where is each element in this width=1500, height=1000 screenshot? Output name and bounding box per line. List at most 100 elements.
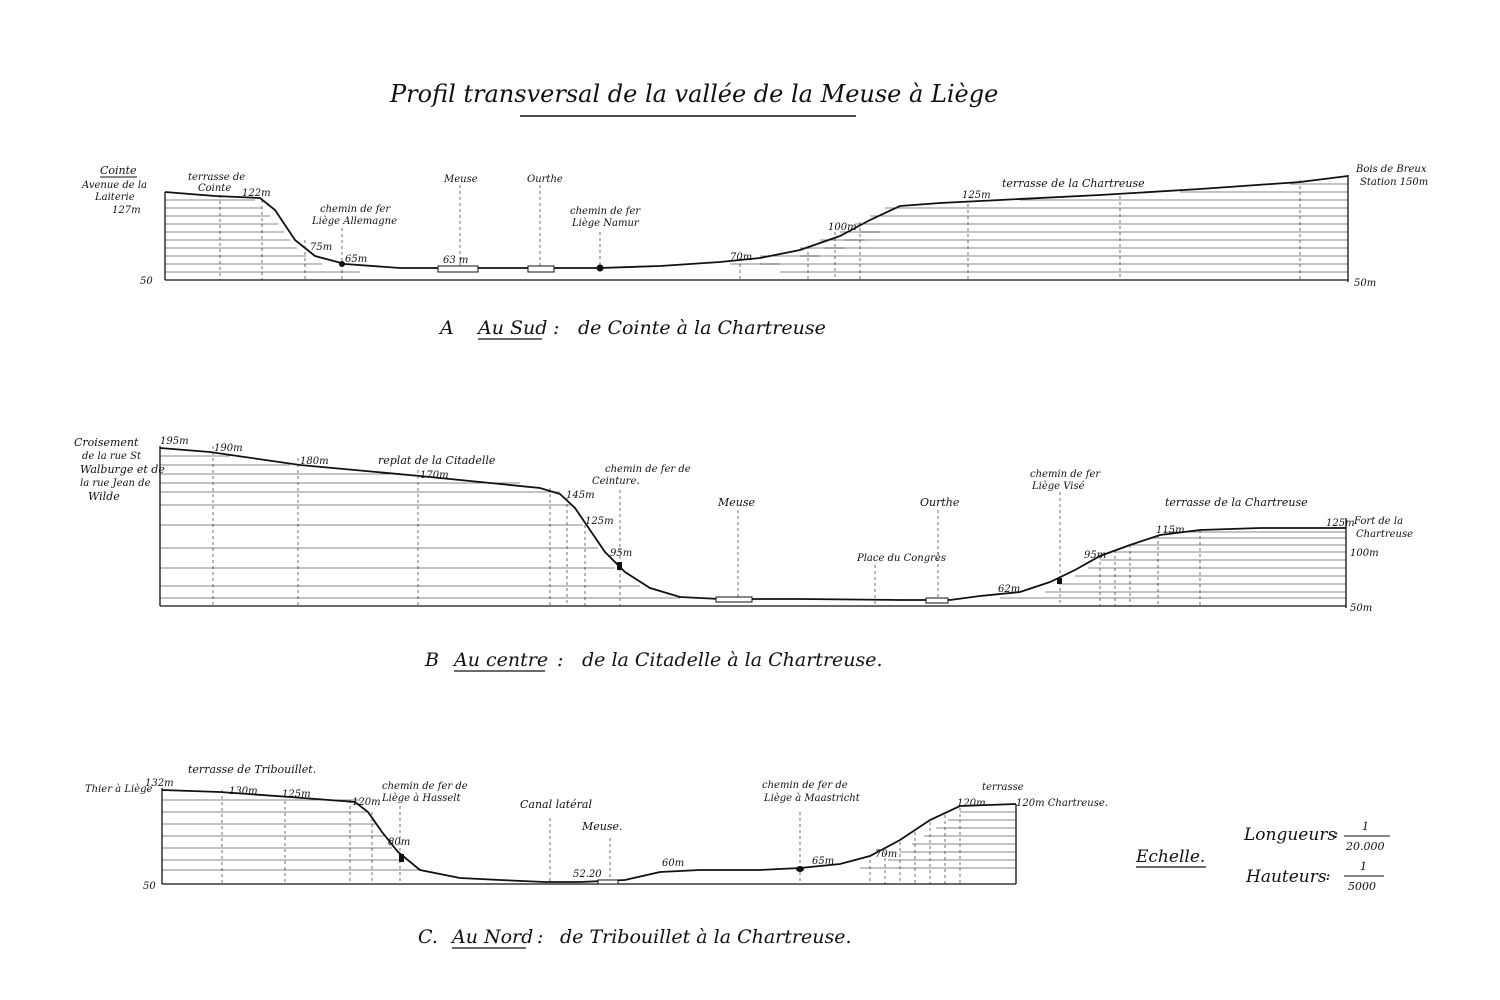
profile-a-chemin-1: chemin de fer [320, 204, 391, 215]
profile-a-ourthe-channel [527, 265, 555, 273]
profile-c-elev-125: 125m [282, 789, 311, 800]
profile-b-verticals [212, 446, 1201, 606]
profile-b-ourthe-label: Ourthe [920, 496, 960, 509]
profile-b-chemin-1: chemin de fer de [605, 464, 691, 475]
profile-b-caption-letter: B [424, 649, 439, 671]
profile-a-caption-letter: A [438, 317, 454, 339]
profile-a-terrasse-chartreuse: terrasse de la Chartreuse [1002, 177, 1145, 190]
profile-a-left-sub-1: Avenue de la [81, 180, 147, 191]
profile-b-chemin2-2: Liège Visé [1031, 481, 1085, 492]
profile-b-elev-170: 170m [420, 470, 449, 481]
profile-c-canal-label: Canal latéral [520, 798, 592, 811]
profile-a-elev-122: 122m [242, 188, 271, 199]
profile-b-chemin2-1: chemin de fer [1030, 469, 1101, 480]
profile-b-elev-95-right: 95m [1084, 550, 1106, 561]
profile-a-caption-region: Au Sud [476, 317, 547, 339]
profile-a-left-place: Cointe [100, 164, 137, 177]
profile-c-chemin2-1: chemin de fer de [762, 780, 848, 791]
profile-c-caption-route: de Tribouillet à la Chartreuse. [560, 926, 852, 948]
profile-c-caption-sep: : [537, 926, 543, 948]
profile-c-elev-5220: 52.20 [573, 869, 602, 880]
scale-hauteurs-num: 1 [1360, 860, 1367, 873]
profile-c-base-left: 50 [143, 881, 156, 892]
profile-b-chemin-2: Ceinture. [592, 476, 640, 487]
profile-b-elev-190: 190m [214, 443, 243, 454]
profile-a-left-sub-3: 127m [112, 205, 141, 216]
profile-b-caption-region: Au centre [452, 649, 548, 671]
profile-a-right-place: Bois de Breux [1355, 164, 1427, 175]
profile-c-elev-60: 60m [662, 858, 684, 869]
profile-a-terrain-line [164, 175, 1349, 269]
profile-b-left-place-2: de la rue St [82, 451, 142, 462]
profile-c-elev-65: 65m [812, 856, 834, 867]
profile-b-elev-95: 95m [610, 548, 632, 559]
profile-c-meuse-label: Meuse. [581, 820, 623, 833]
profile-c: Thier à Liège 50 132m terrasse de Tribou… [85, 763, 1108, 949]
scale-block: Echelle. Longueurs : 1 20.000 Hauteurs :… [1135, 820, 1390, 893]
scale-longueurs-den: 20.000 [1345, 840, 1385, 853]
profile-a-left-sub-2: Laiterie [94, 192, 135, 203]
scale-hauteurs-colon: : [1326, 870, 1330, 883]
profile-a-chemin2-1: chemin de fer [570, 206, 641, 217]
profile-b-caption-sep: : [557, 649, 563, 671]
profile-a-caption-sep: : [553, 317, 559, 339]
profile-a-chemin2-2: Liège Namur [571, 218, 640, 229]
profile-b-elev-115: 115m [1156, 525, 1185, 536]
profile-a-right-sub: Station 150m [1360, 177, 1428, 188]
profile-b-ourthe-channel [925, 597, 949, 604]
profile-c-left-place: Thier à Liège [85, 784, 152, 795]
profile-b-left-place-4: la rue Jean de [80, 478, 151, 489]
profile-c-chartreuse: 120m Chartreuse. [1016, 798, 1108, 809]
profile-a-elev-63: 63 m [443, 255, 468, 266]
profile-b-elev-195: 195m [160, 436, 189, 447]
profile-c-caption-region: Au Nord [450, 926, 533, 948]
profile-c-hatching [162, 799, 1016, 871]
profile-c-elev-130: 130m [229, 786, 258, 797]
profile-b-right-place-1: Fort de la [1353, 516, 1403, 527]
profile-b-replat: replat de la Citadelle [378, 454, 496, 467]
profile-b-meuse-label: Meuse [717, 496, 756, 509]
profile-c-railway-marker [399, 854, 404, 862]
profile-a-chemin-2: Liège Allemagne [311, 216, 397, 227]
profile-b-elev-62: 62m [998, 584, 1020, 595]
profile-b-terrain-line [159, 447, 1346, 601]
profile-b-elev-100: 100m [1350, 548, 1379, 559]
profile-a: Cointe Avenue de la Laiterie 127m 50 ter… [81, 164, 1428, 340]
profile-c-elev-70: 70m [875, 849, 897, 860]
profile-b-base-right: 50m [1350, 603, 1372, 614]
profile-a-hatching [165, 183, 1348, 273]
profile-b-left-place-5: Wilde [88, 490, 120, 503]
profile-b-meuse-channel [715, 596, 753, 603]
profile-b-railway-marker [617, 562, 622, 570]
profile-c-meuse-channel [597, 879, 619, 885]
profile-a-meuse-label: Meuse [443, 174, 478, 185]
profile-b-elev-145: 145m [566, 490, 595, 501]
profile-b-hatching [160, 455, 1346, 599]
profile-c-terrasse: terrasse de Tribouillet. [188, 763, 316, 776]
profile-b-place-congres: Place du Congrès [856, 553, 946, 564]
profile-b-left-place-1: Croisement [74, 436, 139, 449]
profile-a-base-left: 50 [140, 276, 153, 287]
profile-a-verticals [219, 180, 1301, 280]
profile-a-railway2-marker [596, 264, 604, 272]
profile-c-terrasse-right: terrasse [982, 782, 1024, 793]
profile-c-terrain-line [161, 789, 1017, 883]
profile-c-verticals [221, 790, 961, 884]
profile-b-elev-180: 180m [300, 456, 329, 467]
profile-c-elev-120-right: 120m [957, 798, 986, 809]
profile-b-right-place-2: Chartreuse [1356, 529, 1413, 540]
profile-c-elev-120: 120m [352, 797, 381, 808]
scale-hauteurs-den: 5000 [1348, 880, 1376, 893]
profile-b-elev-125-right: 125m [1326, 518, 1355, 529]
profile-c-chemin-1: chemin de fer de [382, 781, 468, 792]
scale-longueurs-colon: : [1334, 828, 1338, 841]
profile-c-elev-132: 132m [145, 778, 174, 789]
profile-c-caption-letter: C. [418, 926, 438, 948]
profile-a-ourthe-label: Ourthe [527, 174, 563, 185]
profile-a-meuse-channel [437, 265, 479, 273]
profile-a-elev-70: 70m [730, 252, 752, 263]
profile-b-left-place-3: Walburge et de [80, 463, 165, 476]
profile-b-railway2-marker [1057, 578, 1062, 584]
profile-c-chemin-2: Liège à Hasselt [381, 793, 461, 804]
